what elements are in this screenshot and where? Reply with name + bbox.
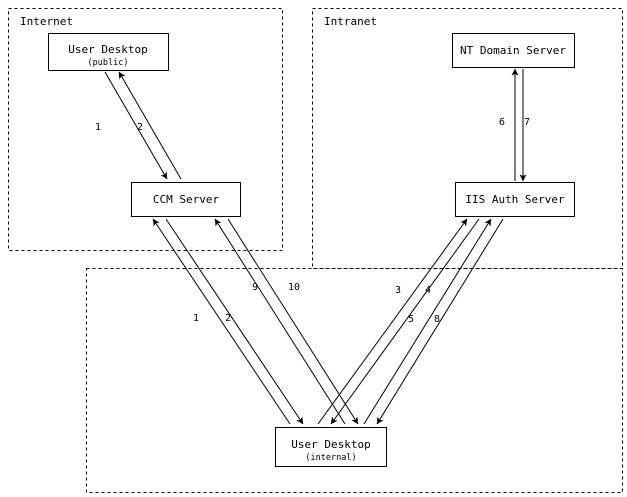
- connector-2-ccm-to-internal: [165, 218, 304, 425]
- step-label-6: 6: [499, 117, 505, 128]
- connector-4-iis-to-internal: [330, 218, 480, 425]
- connector-10-ccm-to-internal: [227, 218, 359, 425]
- step-label-2-public: 2: [137, 122, 143, 133]
- node-user-desktop-internal[interactable]: User Desktop (internal): [274, 426, 388, 468]
- node-ccm-server-box[interactable]: [130, 181, 242, 218]
- zone-label-intranet: Intranet: [324, 15, 377, 28]
- node-user-desktop-internal-sublabel: (internal): [305, 453, 356, 463]
- connector-1-internal-to-ccm: [152, 218, 291, 425]
- step-label-1-internal: 1: [193, 313, 199, 324]
- connector-2-ccm-to-public: [118, 71, 182, 180]
- node-user-desktop-public-box[interactable]: [47, 32, 170, 72]
- node-iis-auth-server-box[interactable]: [454, 181, 576, 218]
- connector-9-internal-to-ccm: [214, 218, 346, 425]
- step-label-9: 9: [252, 282, 258, 293]
- connector-8-iis-to-internal: [376, 218, 504, 425]
- node-iis-auth-server-label: IIS Auth Server: [465, 193, 565, 206]
- node-ccm-server[interactable]: CCM Server: [130, 181, 242, 218]
- step-label-2-internal: 2: [225, 313, 231, 324]
- zone-internal-boundary: [86, 268, 623, 493]
- node-user-desktop-internal-label: User Desktop: [291, 438, 370, 451]
- zone-label-internet: Internet: [20, 15, 73, 28]
- node-user-desktop-public[interactable]: User Desktop (public): [47, 32, 170, 72]
- node-user-desktop-public-label: User Desktop: [68, 43, 147, 56]
- node-group: User Desktop (public) CCM Server NT Doma…: [47, 32, 576, 468]
- node-nt-domain-server[interactable]: NT Domain Server: [451, 32, 576, 69]
- connector-1-public-to-ccm: [104, 71, 168, 180]
- node-nt-domain-server-label: NT Domain Server: [460, 44, 566, 57]
- node-nt-domain-server-box[interactable]: [451, 32, 576, 69]
- step-label-7: 7: [524, 117, 530, 128]
- node-user-desktop-internal-box[interactable]: [274, 426, 388, 468]
- connector-group: [104, 68, 527, 425]
- node-user-desktop-public-sublabel: (public): [88, 58, 129, 68]
- node-iis-auth-server[interactable]: IIS Auth Server: [454, 181, 576, 218]
- connector-3-internal-to-iis: [317, 218, 468, 425]
- connector-5-internal-to-iis: [363, 218, 492, 425]
- step-label-1-public: 1: [95, 122, 101, 133]
- step-label-4: 4: [425, 285, 431, 296]
- node-ccm-server-label: CCM Server: [153, 193, 220, 206]
- step-label-8: 8: [434, 314, 440, 325]
- zone-intranet-boundary: [312, 8, 623, 269]
- step-label-3: 3: [395, 285, 401, 296]
- step-label-5: 5: [408, 314, 414, 325]
- step-label-10: 10: [288, 282, 300, 293]
- step-label-group: 1 2 1 2 3 4 5 6 7 8 9 10: [95, 117, 530, 325]
- zone-group: Internet Intranet: [8, 8, 623, 493]
